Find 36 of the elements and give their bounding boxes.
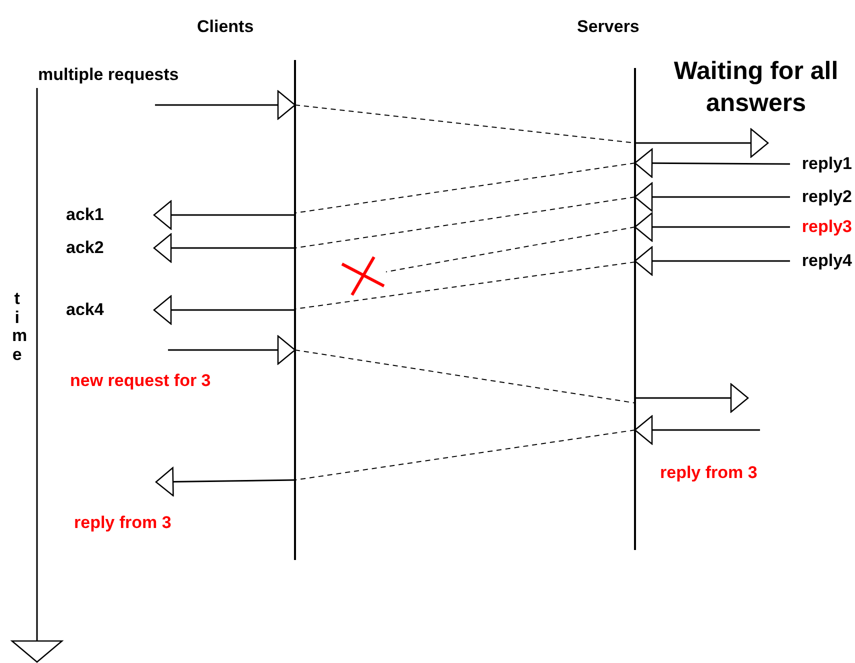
arrow (155, 467, 296, 496)
message-label: reply1 (790, 153, 852, 175)
annotation: reply from 3 (74, 512, 172, 534)
annotation: multiple requests (38, 64, 179, 86)
message-label: ack2 (66, 237, 154, 259)
column-heading: Clients (197, 16, 254, 38)
lifeline (294, 60, 296, 560)
message-label: ack4 (66, 299, 154, 321)
annotation: new request for 3 (70, 370, 211, 392)
column-heading: Servers (577, 16, 640, 38)
arrow (634, 148, 790, 178)
message-label: reply2 (790, 186, 852, 208)
arrow (153, 233, 295, 263)
dashed-connector (294, 262, 636, 310)
arrow (634, 212, 790, 242)
annotation: reply from 3 (660, 462, 758, 484)
dashed-connector (294, 350, 636, 404)
dashed-connector (294, 430, 636, 480)
message-label: ack1 (66, 204, 154, 226)
arrow (635, 128, 769, 158)
diagram-title: Waiting for all answers (672, 56, 840, 119)
arrow (168, 335, 296, 365)
dashed-connector (386, 226, 636, 272)
arrow (634, 246, 790, 276)
arrow (155, 90, 296, 120)
message-label: reply3 (790, 216, 852, 238)
dashed-connector (294, 162, 636, 214)
dashed-connector (294, 196, 636, 248)
arrow (634, 182, 790, 212)
arrow (635, 383, 749, 413)
lost-message-cross (340, 256, 386, 296)
arrow (153, 200, 295, 230)
arrow (153, 295, 295, 325)
message-label: reply4 (790, 250, 852, 272)
lifeline (634, 68, 636, 550)
arrow (634, 415, 760, 445)
